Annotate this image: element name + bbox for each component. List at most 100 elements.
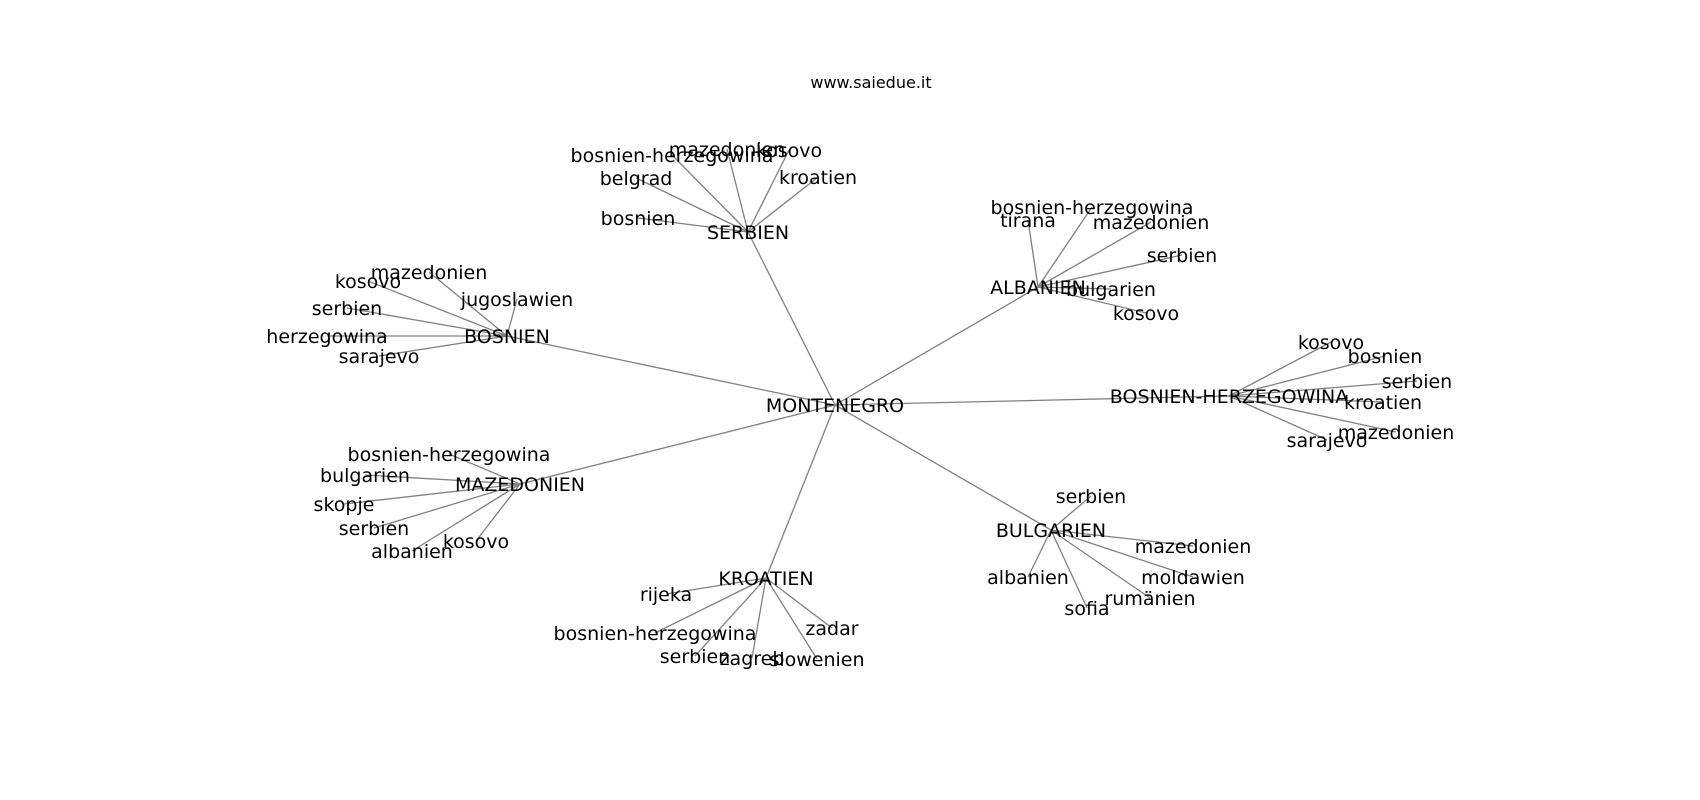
edge-kroatien-serbien (694, 577, 767, 657)
leaf-node-mazedonien-albanien: albanien (371, 541, 453, 563)
edge-albanien-kosovo (1037, 286, 1147, 314)
leaf-node-bh-kosovo: kosovo (1298, 332, 1364, 354)
leaf-node-serbien-kosovo: kosovo (756, 140, 822, 162)
edge-bh-sarajevo (1228, 395, 1328, 441)
edge-albanien-tirana (1027, 219, 1039, 288)
edge-serbien-bosnien (637, 217, 749, 233)
edge-bh-kosovo (1228, 341, 1332, 397)
leaf-node-albanien-bosnien-herzegowina: bosnien-herzegowina (991, 197, 1194, 219)
edge-bosnien-sarajevo (378, 335, 508, 357)
leaf-node-serbien-belgrad: belgrad (600, 168, 673, 190)
hub-node-bulgarien-hub: BULGARIEN (996, 520, 1106, 542)
leaf-node-bulgarien-sofia: sofia (1064, 598, 1109, 620)
edge-bh-kroatien (1228, 395, 1384, 403)
leaf-node-bh-bosnien: bosnien (1348, 346, 1423, 368)
leaf-node-bosnien-jugoslawien: jugoslawien (460, 289, 573, 311)
leaf-node-serbien-bosnien: bosnien (601, 208, 676, 230)
edge-mazedonien-bulgarien (364, 474, 521, 485)
leaf-node-albanien-tirana: tirana (1000, 210, 1056, 232)
hub-node-bosnien-hub: BOSNIEN (464, 326, 550, 348)
leaf-node-bosnien-sarajevo: sarajevo (339, 346, 420, 368)
leaf-node-mazedonien-serbien: serbien (339, 518, 409, 540)
edge-bosnien-mazedonien (428, 271, 508, 337)
edge-bosnien-jugoslawien (506, 298, 518, 337)
edge-kroatien-bosnien-herzegowina (654, 577, 767, 634)
edge-serbien-mazedonien (726, 148, 749, 233)
leaf-node-bh-sarajevo: sarajevo (1287, 430, 1368, 452)
edge-bh-serbien (1228, 380, 1418, 397)
leaf-node-bosnien-mazedonien: mazedonien (371, 262, 488, 284)
edge-albanien-bosnien-herzegowina (1037, 206, 1093, 288)
edge-root-bulgarien-hub (834, 404, 1052, 531)
edge-bosnien-serbien (346, 307, 508, 337)
edge-bulgarien-sofia (1050, 529, 1088, 609)
leaf-node-bosnien-kosovo: kosovo (335, 271, 401, 293)
leaf-node-kroatien-bosnien-herzegowina: bosnien-herzegowina (554, 623, 757, 645)
edge-kroatien-slowenien (765, 577, 818, 660)
edge-root-kroatien-hub (765, 404, 836, 579)
leaf-node-bulgarien-rumanien: rumänien (1104, 588, 1195, 610)
hub-node-kroatien-hub: KROATIEN (718, 568, 813, 590)
edge-root-bosnien-hub (506, 335, 836, 406)
leaf-node-albanien-serbien: serbien (1147, 245, 1217, 267)
edge-serbien-kroatien (747, 176, 819, 233)
edge-bulgarien-moldawien (1050, 529, 1194, 578)
hub-node-serbien-hub: SERBIEN (707, 222, 789, 244)
edge-mazedonien-bosnien-herzegowina (448, 453, 521, 485)
edge-mazedonien-skopje (343, 483, 521, 505)
edge-albanien-bulgarien (1037, 286, 1112, 290)
edge-bulgarien-albanien (1027, 529, 1052, 578)
edge-kroatien-zagreb (751, 577, 767, 659)
edge-bulgarien-serbien (1050, 495, 1092, 531)
edge-mazedonien-serbien (373, 483, 521, 529)
leaf-node-albanien-kosovo: kosovo (1113, 303, 1179, 325)
leaf-node-kroatien-slowenien: slowenien (769, 649, 864, 671)
edge-mazedonien-kosovo (475, 483, 521, 542)
leaf-node-bulgarien-moldawien: moldawien (1141, 567, 1245, 589)
edge-albanien-serbien (1037, 254, 1183, 288)
leaf-node-bosnien-herzegowina: herzegowina (266, 326, 387, 348)
leaf-node-bulgarien-serbien: serbien (1056, 486, 1126, 508)
leaf-node-kroatien-zadar: zadar (805, 618, 858, 640)
leaf-node-bh-serbien: serbien (1382, 371, 1452, 393)
root-node-label: MONTENEGRO (766, 395, 904, 417)
edges-layer (327, 148, 1418, 660)
page-title: www.saiedue.it (810, 73, 931, 92)
edge-serbien-bosnien-herzegowina (671, 154, 749, 233)
edge-bh-bosnien (1228, 355, 1386, 397)
labels-layer: MONTENEGROSERBIENbosnien-herzegowinamaze… (266, 139, 1454, 671)
leaf-node-kroatien-zagreb: zagreb (720, 648, 785, 670)
leaf-node-bosnien-serbien: serbien (312, 298, 382, 320)
edge-serbien-belgrad (635, 177, 749, 233)
hub-node-mazedonien-hub: MAZEDONIEN (455, 474, 585, 496)
edge-serbien-kosovo (747, 149, 790, 233)
hub-node-albanien-hub: ALBANIEN (990, 277, 1086, 299)
leaf-node-bulgarien-albanien: albanien (987, 567, 1069, 589)
edge-bh-mazedonien (1228, 395, 1397, 433)
edge-bulgarien-mazedonien (1050, 529, 1194, 547)
edge-albanien-mazedonien (1037, 221, 1152, 288)
leaf-node-serbien-mazedonien: mazedonien (669, 139, 786, 161)
leaf-node-albanien-mazedonien: mazedonien (1093, 212, 1210, 234)
edge-mazedonien-albanien (411, 483, 521, 552)
leaf-node-serbien-kroatien: kroatien (779, 167, 857, 189)
edge-kroatien-zadar (765, 577, 833, 629)
edge-root-mazedonien-hub (519, 404, 836, 485)
leaf-node-bh-kroatien: kroatien (1344, 392, 1422, 414)
edge-kroatien-rijeka (665, 577, 767, 595)
leaf-node-bulgarien-mazedonien: mazedonien (1135, 536, 1252, 558)
leaf-node-kroatien-rijeka: rijeka (640, 584, 692, 606)
leaf-node-mazedonien-skopje: skopje (314, 494, 375, 516)
hub-node-bosnien-herzegowina-hub: BOSNIEN-HERZEGOWINA (1110, 386, 1348, 408)
edge-bulgarien-rumanien (1050, 529, 1151, 599)
leaf-node-albanien-bulgarien: bulgarien (1066, 279, 1156, 301)
leaf-node-serbien-bosnien-herzegowina: bosnien-herzegowina (571, 145, 774, 167)
leaf-node-mazedonien-bulgarien: bulgarien (320, 465, 410, 487)
leaf-node-kroatien-serbien: serbien (660, 646, 730, 668)
leaf-node-bh-mazedonien: mazedonien (1338, 422, 1455, 444)
leaf-node-mazedonien-bosnien-herzegowina: bosnien-herzegowina (348, 444, 551, 466)
leaf-node-mazedonien-kosovo: kosovo (443, 531, 509, 553)
edge-bosnien-kosovo (367, 280, 508, 337)
edge-root-bosnien-herzegowina-hub (834, 395, 1230, 406)
edge-root-serbien-hub (747, 231, 836, 406)
